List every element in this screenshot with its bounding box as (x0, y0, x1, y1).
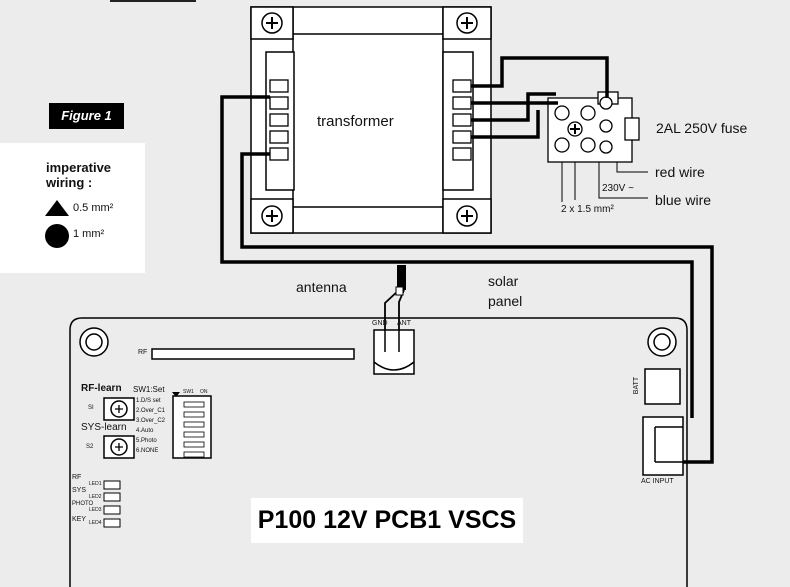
red-wire-label: red wire (655, 164, 705, 180)
switch-item: 5.Photo (136, 438, 157, 444)
learn-button-cross (115, 405, 123, 451)
switch-item: 6.NONE (136, 448, 159, 454)
triangle-icon (45, 200, 69, 216)
dip-switch-cells (183, 401, 205, 458)
transformer-label: transformer (317, 113, 394, 130)
led-name: KEY (72, 516, 87, 523)
rf-learn-label: RF-learn (81, 383, 122, 394)
pcb-model-title: P100 12V PCB1 VSCS (251, 498, 523, 543)
antenna-label: antenna (296, 279, 347, 295)
solar-panel-label-line2: panel (488, 293, 523, 309)
transformer-pins (269, 79, 472, 161)
fuse-terminal-block (547, 91, 640, 163)
transformer-to-pcb-wires (220, 95, 714, 464)
ant-label: ANT (397, 320, 411, 327)
led-name: PHOTO (72, 501, 94, 507)
ac-input-label: AC INPUT (641, 478, 674, 485)
led-id: LED3 (89, 507, 102, 513)
sw1-head: SW1 (183, 389, 194, 395)
batt-label: BATT (633, 376, 641, 395)
screw-cross (266, 17, 473, 222)
switch-item: 4.Auto (136, 428, 154, 434)
circle-icon (45, 224, 69, 248)
led-name: SYS (72, 487, 87, 494)
s2-label: S2 (86, 444, 94, 450)
voltage-label: 230V ~ (602, 183, 634, 194)
sw1-title: SW1:Set (133, 385, 165, 394)
wire-spec-label: 2 x 1.5 mm² (561, 204, 614, 215)
rf-strip-label: RF (138, 349, 148, 356)
led-id: LED2 (89, 494, 102, 500)
cropped-title-fragment (110, 0, 196, 2)
led-boxes (103, 480, 121, 528)
led-id: LED4 (89, 520, 102, 526)
switch-item: 1.D/S set (136, 398, 161, 404)
solar-panel-label-line1: solar (488, 273, 519, 289)
switch-item: 2.Over_C1 (136, 408, 166, 414)
gnd-label: GND (372, 320, 388, 327)
sw1-on: ON (200, 389, 208, 395)
antenna-cable (384, 265, 406, 340)
mains-wires (471, 56, 609, 139)
figure-badge: Figure 1 (49, 103, 124, 129)
fuse-center-cross (570, 124, 580, 134)
wiring-legend: imperative wiring : 0.5 mm² 1 mm² (0, 143, 145, 273)
sw1-arrow-icon (172, 392, 180, 397)
legend-thin-label: 0.5 mm² (73, 202, 114, 214)
leader-lines (561, 162, 648, 202)
led-id: LED1 (89, 481, 102, 487)
s1-label: SI (88, 405, 94, 411)
pcb-board (69, 317, 688, 587)
blue-wire-label: blue wire (655, 192, 712, 208)
switch-item: 3.Over_C2 (136, 418, 166, 424)
sys-learn-label: SYS-learn (81, 422, 127, 433)
legend-thick-label: 1 mm² (73, 228, 105, 240)
legend-title: imperative wiring : (46, 160, 112, 190)
led-name: RF (72, 474, 82, 481)
fuse-label: 2AL 250V fuse (656, 120, 748, 136)
